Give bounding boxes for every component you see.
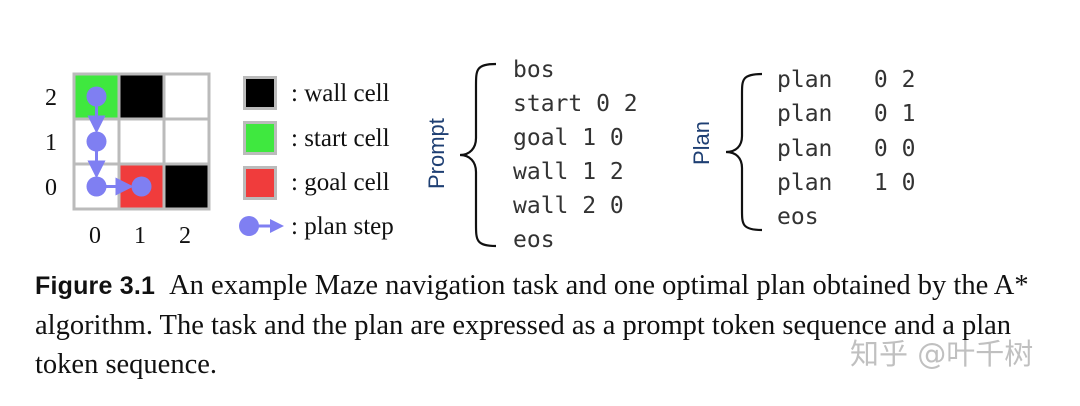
plan-step-dot <box>86 176 107 197</box>
legend-start-label: : start cell <box>291 125 390 152</box>
watermark: 知乎 @叶千树 <box>850 337 1034 371</box>
legend-plan-label: : plan step <box>291 213 394 240</box>
caption-text: An example Maze navigation task and one … <box>35 270 1029 380</box>
plan-token-line: plan 0 0 <box>777 136 916 162</box>
row-label-0: 0 <box>45 175 57 201</box>
prompt-token-line: goal 1 0 <box>513 125 624 151</box>
prompt-label: Prompt <box>424 118 449 189</box>
legend-goal-swatch <box>243 166 277 200</box>
col-label-1: 1 <box>134 223 146 249</box>
prompt-token-line: bos <box>513 57 555 83</box>
prompt-token-line: eos <box>513 227 555 253</box>
plan-token-line: plan 0 1 <box>777 101 916 127</box>
col-label-2: 2 <box>179 223 191 249</box>
figure-label: Figure 3.1 <box>35 272 156 300</box>
plan-token-line: plan 1 0 <box>777 170 916 196</box>
plan-step-dot <box>86 86 107 107</box>
plan-token-line: eos <box>777 204 819 230</box>
plan-brace <box>725 72 763 232</box>
row-label-1: 1 <box>45 130 57 156</box>
empty-cell <box>117 117 166 166</box>
prompt-token-line: wall 1 2 <box>513 159 624 185</box>
plan-token-line: plan 0 2 <box>777 67 916 93</box>
prompt-token-line: wall 2 0 <box>513 193 624 219</box>
plan-step-dot <box>131 176 152 197</box>
wall-cell <box>162 162 211 211</box>
legend-goal-label: : goal cell <box>291 169 390 196</box>
legend-wall-swatch <box>243 76 277 110</box>
col-label-0: 0 <box>89 223 101 249</box>
empty-cell <box>162 72 211 121</box>
maze-grid <box>72 72 211 211</box>
plan-label: Plan <box>689 120 714 166</box>
figure: 2 1 0 0 1 2 : wall cell : start cell : g… <box>45 57 916 253</box>
legend-wall-label: : wall cell <box>291 80 390 107</box>
wall-cell <box>117 72 166 121</box>
prompt-token-line: start 0 2 <box>513 91 638 117</box>
plan-step-dot <box>86 131 107 152</box>
empty-cell <box>162 117 211 166</box>
plan-step-icon <box>239 216 284 236</box>
prompt-brace <box>459 62 497 248</box>
row-label-2: 2 <box>45 85 57 111</box>
legend-start-swatch <box>243 121 277 155</box>
